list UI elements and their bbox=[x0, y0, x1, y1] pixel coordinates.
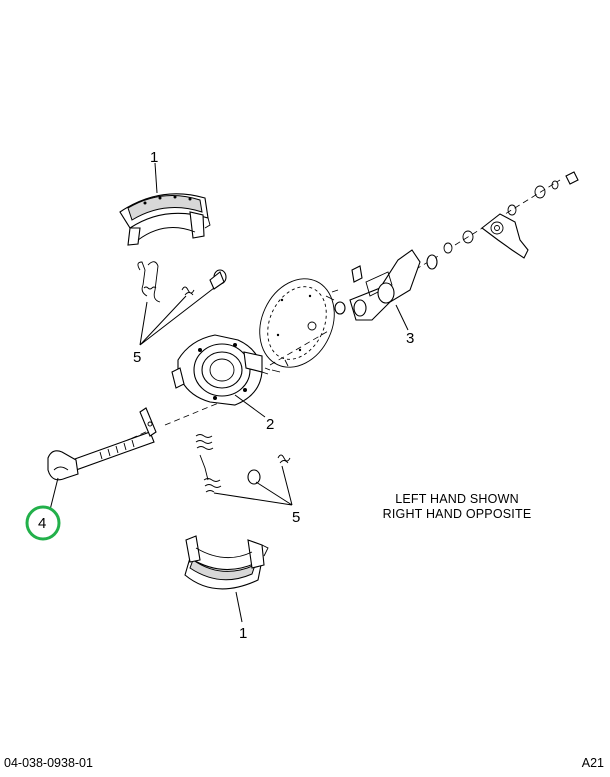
orientation-note-line-1: LEFT HAND SHOWN bbox=[395, 492, 519, 506]
brake-shoe-lower bbox=[184, 535, 269, 590]
hardware-kit-lower bbox=[195, 434, 291, 493]
orientation-note: LEFT HAND SHOWN RIGHT HAND OPPOSITE bbox=[372, 492, 542, 522]
callout-5-lower: 5 bbox=[292, 509, 300, 526]
orientation-note-line-2: RIGHT HAND OPPOSITE bbox=[382, 507, 532, 521]
callout-3: 3 bbox=[406, 330, 414, 347]
brake-spider bbox=[171, 334, 271, 406]
brake-shoe-upper bbox=[119, 193, 211, 246]
leader-line-1-lower bbox=[235, 591, 243, 623]
callout-4-highlight-ring bbox=[25, 505, 61, 541]
callout-1-lower: 1 bbox=[239, 625, 247, 642]
slack-adjuster bbox=[481, 171, 579, 259]
leader-lines-5-lower bbox=[213, 465, 293, 506]
callout-2: 2 bbox=[266, 416, 274, 433]
leader-lines-5-upper bbox=[139, 287, 215, 346]
page-code: A21 bbox=[581, 756, 604, 770]
hardware-kit-upper bbox=[137, 261, 227, 303]
callout-1-upper: 1 bbox=[150, 149, 158, 166]
dust-shield bbox=[259, 278, 335, 373]
callout-4: 4 bbox=[38, 515, 46, 532]
leader-line-2 bbox=[234, 394, 266, 418]
leader-line-1-upper bbox=[154, 162, 158, 194]
leader-line-3 bbox=[395, 304, 409, 331]
leader-line-4 bbox=[49, 477, 59, 511]
callout-5-upper: 5 bbox=[133, 349, 141, 366]
figure-number: 04-038-0938-01 bbox=[4, 756, 93, 770]
camshaft bbox=[47, 407, 157, 481]
chamber-bracket bbox=[325, 230, 474, 321]
